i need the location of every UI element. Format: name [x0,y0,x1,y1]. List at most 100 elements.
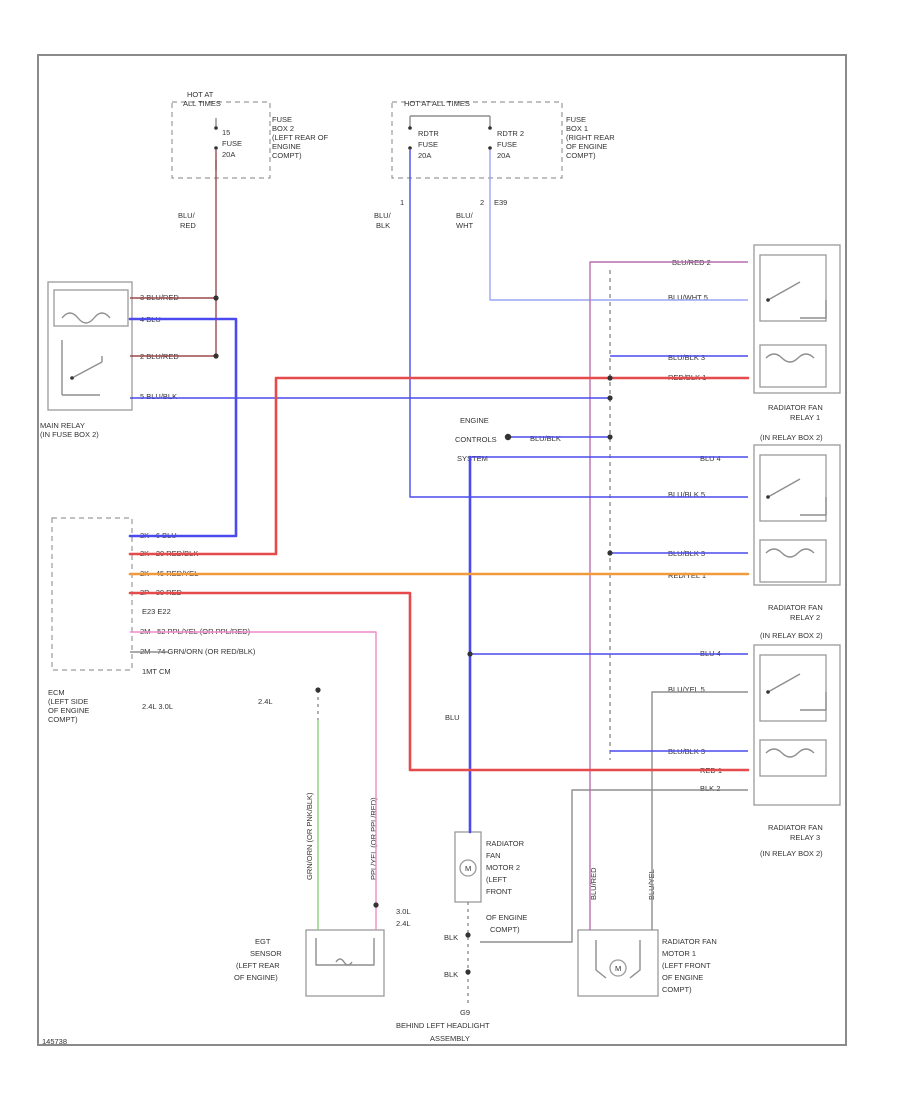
fuse-box-1-loc-3: (RIGHT REAR [566,133,615,142]
relay-2-name-3: (IN RELAY BOX 2) [760,631,823,640]
wire-label-blu-wht-2: WHT [456,221,473,230]
fuse-box-1-loc-4: OF ENGINE [566,142,607,151]
pin-2-label: 2 [480,198,484,207]
sensor-wire-label-1: GRN/ORN (OR PNK/BLK) [305,792,314,880]
wire-label-blu-blk-1: BLU/ [374,211,392,220]
splice-ground-1 [465,932,471,938]
fuse-15-number: 15 [222,128,230,137]
fuse-box-1-loc-2: BOX 1 [566,124,588,133]
ecm-name-3: OF ENGINE [48,706,89,715]
relay-1-name-1: RADIATOR FAN [768,403,823,412]
relay-1-pin-3: BLU/BLK 3 [668,353,705,362]
relay-3-name-1: RADIATOR FAN [768,823,823,832]
relay-2-name-1: RADIATOR FAN [768,603,823,612]
ecm-connectors-e: E23 E22 [142,607,171,616]
splice-blu-blk-bus-4 [607,550,613,556]
egt-variant-30: 3.0L [396,907,411,916]
hot-at-label-1: HOT AT [187,90,214,99]
main-relay-name-2: (IN FUSE BOX 2) [40,430,99,439]
fuse-box-1-loc-1: FUSE [566,115,586,124]
fusible-label: E39 [494,198,507,207]
fuse-box-1-bus [409,115,491,128]
ground-name-1: G9 [460,1008,470,1017]
wire-blu-blk-relay2 [409,150,748,498]
splice-blu-motor2-1 [467,651,473,657]
fuse-box-1-hot-at: HOT AT ALL TIMES [404,99,470,108]
relay-2-pin-4: BLU 4 [700,454,721,463]
motor-1-name-5: COMPT) [662,985,692,994]
fuse-15-terminal-bottom [214,146,218,150]
blu-feed-label: BLU [445,713,460,722]
egt-sensor-name-4: OF ENGINE) [234,973,278,982]
splice-ground-2 [465,969,471,975]
relay-1-name-3: (IN RELAY BOX 2) [760,433,823,442]
footer-code: 145738 [42,1037,67,1046]
ground-name-2: BEHIND LEFT HEADLIGHT [396,1021,490,1030]
fuse-rdtr2-terminal-bottom [488,146,492,150]
fuse-box-2-loc-5: COMPT) [272,151,302,160]
relay-1-pin-5: BLU/WHT 5 [668,293,708,302]
ecm-name-4: COMPT) [48,715,78,724]
motor-1-name-3: (LEFT FRONT [662,961,711,970]
engine-controls-name-3: SYSTEM [457,454,488,463]
motor-2-name-2: FAN [486,851,501,860]
ground-g9: BLK BLK G9 BEHIND LEFT HEADLIGHT ASSEMBL… [396,933,490,1043]
splice-blu-blk-bus-1 [607,375,613,381]
splice-main-relay-red [213,295,219,301]
radiator-fan-motor-1: M RADIATOR FAN MOTOR 1 (LEFT FRONT OF EN… [577,929,717,997]
fuse-15-terminal-top [214,126,218,130]
ecm-connectors-m: 1MT CM [142,667,171,676]
fuse-box-1: HOT AT ALL TIMES RDTR FUSE 20A RDTR 2 FU… [391,99,615,179]
egt-sensor-name-3: (LEFT REAR [236,961,280,970]
splice-blu-blk-bus-2 [607,395,613,401]
relay-2-pin-1: RED/YEL 1 [668,571,706,580]
fuse-box-2-loc-2: BOX 2 [272,124,294,133]
main-relay-pin-5: 5 BLU/BLK [140,392,177,401]
relay-3-name-2: RELAY 3 [790,833,820,842]
motor-1-name-4: OF ENGINE [662,973,703,982]
wire-relay3-blk [480,789,748,943]
ground-wire-2: BLK [444,970,458,979]
wire-red-blk [128,376,750,556]
fuse-rdtr-name: RDTR [418,129,439,138]
fuse-box-2-loc-4: ENGINE [272,142,301,151]
ecm-pin-2m74: 2M - 74 GRN/ORN (OR RED/BLK) [140,647,256,656]
fuse-box-2: HOT AT ALL TIMES 15 FUSE 20A FUSE BOX 2 … [171,90,329,179]
egt-sensor-name-1: EGT [255,937,271,946]
wire-label-blu-red-2: RED [180,221,196,230]
wire-blu-ecm-main-relay [128,317,238,538]
ecm-name-1: ECM [48,688,65,697]
fuse-box-1-loc-5: COMPT) [566,151,596,160]
motor-2-name-7: COMPT) [490,925,520,934]
hot-at-label-2: ALL TIMES [183,99,221,108]
splice-egt-24 [315,687,321,693]
engine-controls-wire: BLU/BLK [530,434,561,443]
splice-egt-sensor [373,902,379,908]
wire-red-relay3 [128,591,750,772]
motor-1-symbol: M [615,964,621,973]
splice-main-relay-red-2 [213,353,219,359]
fuse-box-2-loc-3: (LEFT REAR OF [272,133,329,142]
fuse-rdtr2-name: RDTR 2 [497,129,524,138]
main-relay-name-1: MAIN RELAY [40,421,85,430]
fuse-box-2-loc-1: FUSE [272,115,292,124]
fuse-15-rating: 20A [222,150,235,159]
sensor-wire-label-2: PPL/YEL (OR PPL/RED) [369,797,378,880]
ground-wire-1: BLK [444,933,458,942]
wire-label-blu-blk-2: BLK [376,221,390,230]
fuse-rdtr2-terminal-top [488,126,492,130]
ecm-variants: 2.4L 3.0L [142,702,173,711]
wire-blu-red-motor1 [589,261,748,930]
fuse-rdtr-rating: 20A [418,151,431,160]
splice-engine-controls [504,433,512,441]
egt-sensor: EGT SENSOR (LEFT REAR OF ENGINE) 3.0L 2.… [234,907,411,997]
radiator-fan-motor-2: M RADIATOR FAN MOTOR 2 (LEFT FRONT OF EN… [454,831,527,934]
egt-sensor-name-2: SENSOR [250,949,282,958]
wire-blu-wht [489,150,748,301]
relay-2-name-2: RELAY 2 [790,613,820,622]
motor-2-name-3: MOTOR 2 [486,863,520,872]
motor-1-name-2: MOTOR 1 [662,949,696,958]
relay-3-pin-5: BLU/YEL 5 [668,685,705,694]
fuse-rdtr-terminal-top [408,126,412,130]
